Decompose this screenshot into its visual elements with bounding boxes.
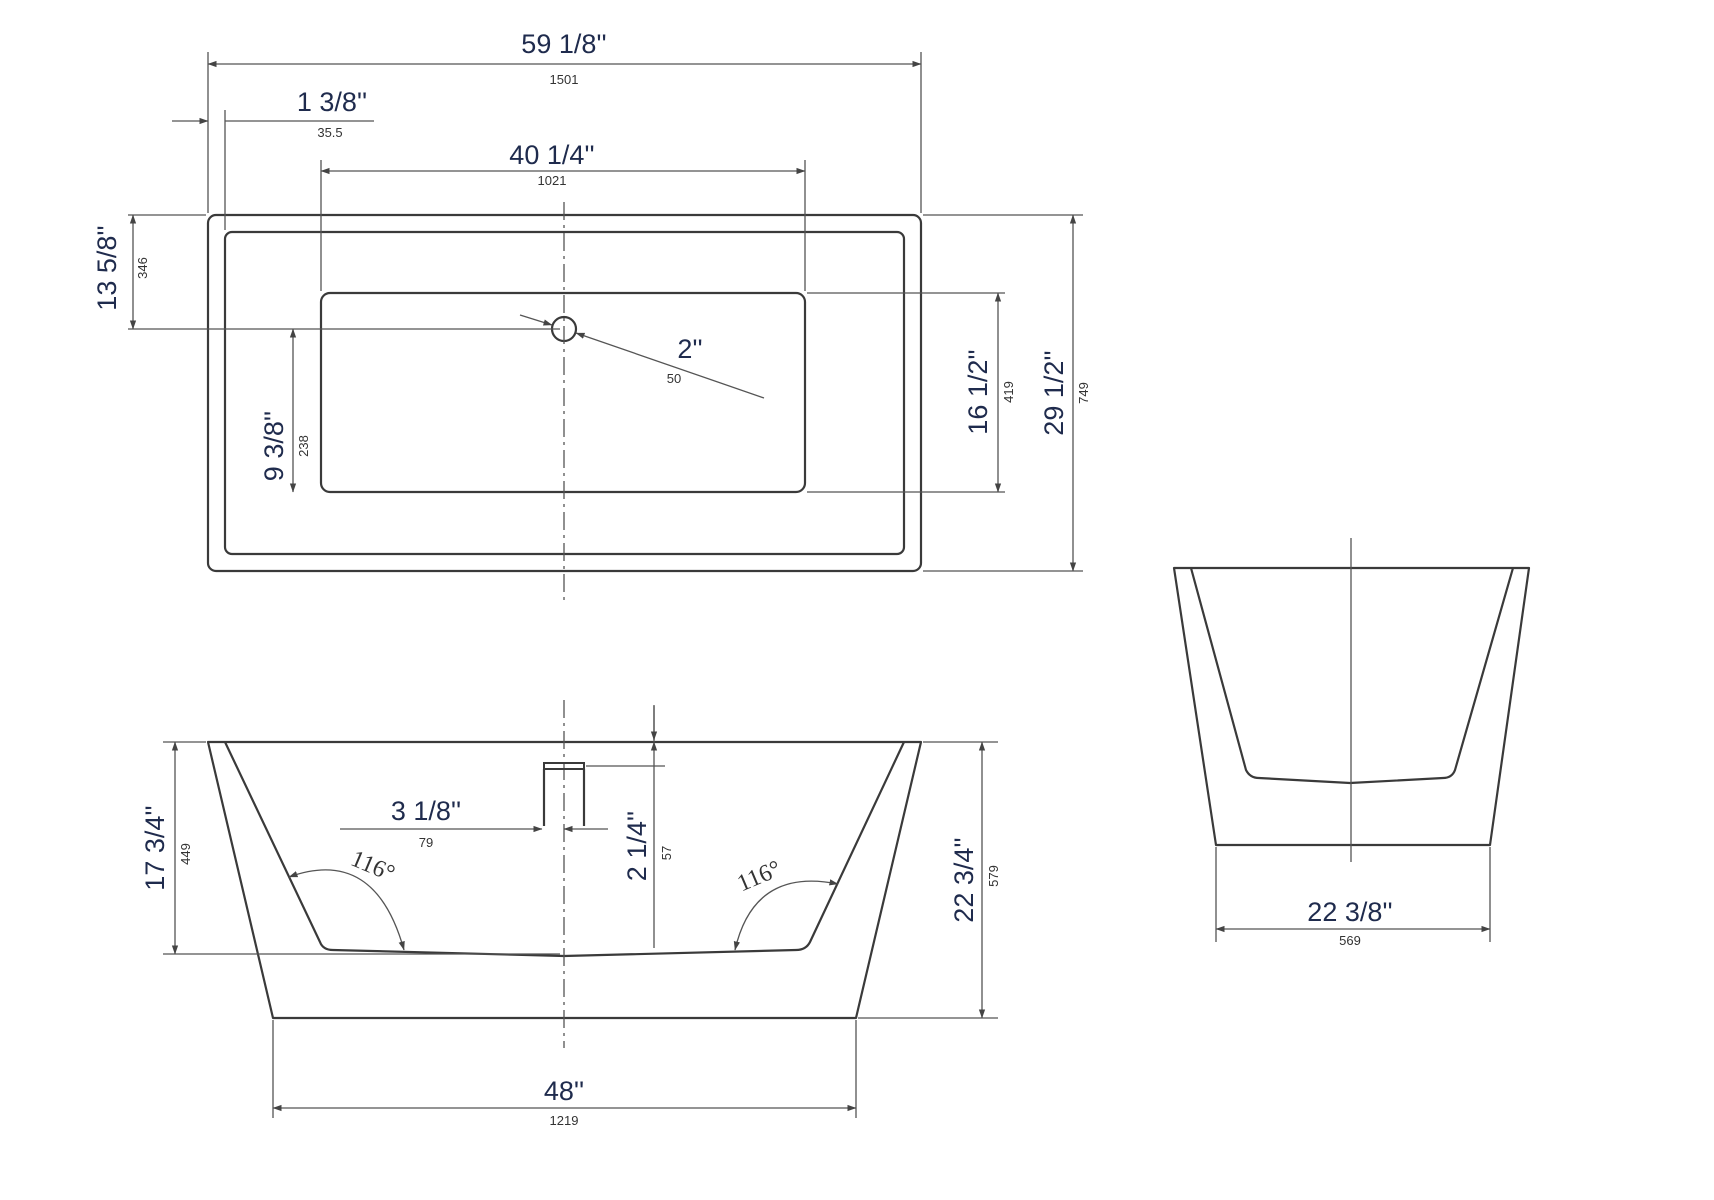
dim-drain-offset-metric: 346 (135, 257, 150, 279)
left-angle-arc (288, 869, 405, 951)
dim-drain-diameter-metric: 50 (667, 371, 681, 386)
dim-base-length-metric: 1219 (550, 1113, 579, 1128)
right-angle-label: 116° (734, 856, 785, 897)
dim-overall-height-metric: 579 (986, 865, 1001, 887)
dim-rim-width-imperial: 1 3/8'' (297, 87, 367, 117)
dim-overflow-offset-metric: 79 (419, 835, 433, 850)
side-view: 22 3/8'' 569 (1172, 538, 1531, 948)
dim-overflow-height-metric: 57 (659, 846, 674, 860)
right-angle-arc (733, 879, 839, 951)
dim-overall-width-imperial: 29 1/2'' (1039, 350, 1069, 435)
dim-rim-width-metric: 35.5 (317, 125, 342, 140)
top-view: 59 1/8'' 1501 1 3/8'' 35.5 40 1/4'' 1021… (92, 29, 1091, 602)
dim-overall-width-metric: 749 (1076, 382, 1091, 404)
dim-overflow-offset-imperial: 3 1/8'' (391, 796, 461, 826)
dim-overall-height-imperial: 22 3/4'' (949, 837, 979, 922)
dim-drain-offset-imperial: 13 5/8'' (92, 225, 122, 310)
left-angle-label: 116° (347, 846, 398, 887)
overflow-fitting-top (543, 762, 585, 770)
front-view: 17 3/4'' 449 3 1/8'' 79 2 1/4'' 57 22 3/… (140, 700, 1001, 1128)
side-view-outer-profile (1172, 566, 1531, 847)
dim-drain-diameter-imperial: 2'' (677, 334, 702, 364)
dim-interior-depth-metric: 449 (178, 843, 193, 865)
dim-overall-length-imperial: 59 1/8'' (521, 29, 606, 59)
dim-base-width-imperial: 22 3/8'' (1307, 897, 1392, 927)
dim-inner-width-imperial: 16 1/2'' (963, 349, 993, 434)
side-view-inner-profile (1189, 567, 1515, 785)
dim-inner-length-metric: 1021 (538, 173, 567, 188)
dim-inner-width-metric: 419 (1001, 381, 1016, 403)
dim-overflow-height-imperial: 2 1/4'' (622, 811, 652, 881)
dim-base-length-imperial: 48'' (544, 1076, 584, 1106)
front-view-outer-profile (206, 740, 923, 1020)
dim-base-width-metric: 569 (1339, 933, 1361, 948)
dim-drain-diameter-leader (519, 314, 553, 326)
dim-interior-depth-imperial: 17 3/4'' (140, 805, 170, 890)
dim-inner-length-imperial: 40 1/4'' (509, 140, 594, 170)
top-view-basin-floor (319, 291, 807, 494)
dim-drain-to-edge-metric: 238 (296, 435, 311, 457)
dim-drain-to-edge-imperial: 9 3/8'' (259, 411, 289, 481)
dim-overall-length-metric: 1501 (550, 72, 579, 87)
